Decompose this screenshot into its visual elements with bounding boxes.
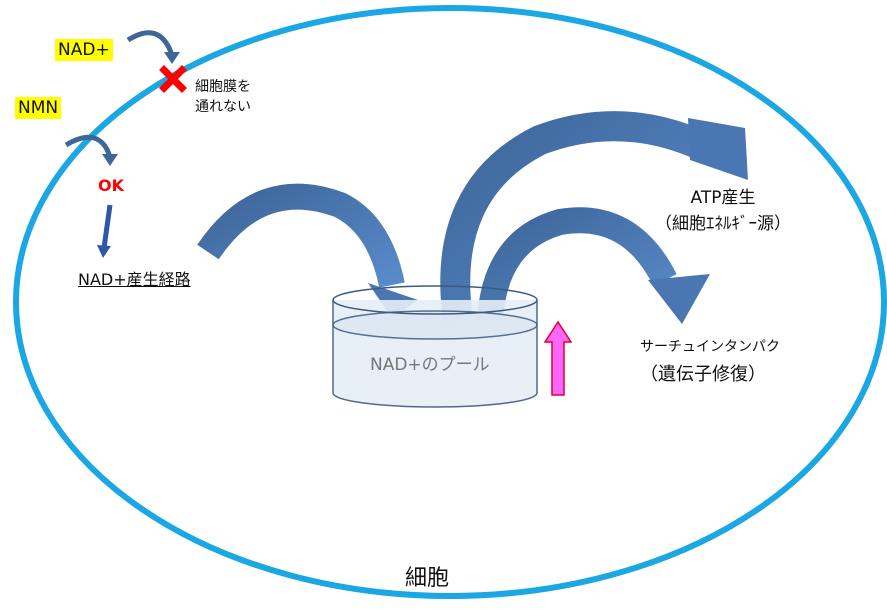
atp-arrowhead [688,118,748,180]
nad-plus-label: NAD+ [55,39,113,61]
sirtuin-line-2: （遺伝子修復） [640,364,766,385]
nmn-arrowhead [102,154,118,166]
blocked-line-1: 細胞膜を [195,79,251,95]
nad-pool-container [332,285,538,408]
pathway-to-pool-arrow [197,183,405,288]
pool-to-atp-arrow [440,111,707,323]
sirtuin-line-1: サーチュインタンパク [640,339,780,355]
cross-icon [159,65,187,93]
atp-label: ATP産生 （細胞ｴﾈﾙｷﾞｰ源） [655,185,791,237]
pool-to-sirtuin-arrow [477,207,677,322]
sirtuin-arrowhead [648,274,710,324]
nad-pathway-label: NAD+産生経路 [78,270,191,289]
nad-pool-label: NAD+のプール [370,355,490,375]
nmn-label: NMN [15,97,62,119]
atp-line-2: （細胞ｴﾈﾙｷﾞｰ源） [655,214,791,234]
nad-curved-arrow [126,30,175,56]
cell-title: 細胞 [405,566,450,591]
sirtuin-label: サーチュインタンパク （遺伝子修復） [640,333,780,389]
ok-label: OK [98,176,124,195]
increase-arrow [543,320,573,396]
ok-down-arrow [101,204,113,249]
ok-down-arrowhead [97,245,111,258]
nad-arrowhead [164,52,180,64]
cell-membrane [13,5,887,599]
atp-line-1: ATP産生 [690,188,756,208]
nmn-curved-arrow [64,134,113,158]
blocked-note: 細胞膜を 通れない [195,77,251,117]
blocked-line-2: 通れない [195,99,251,115]
